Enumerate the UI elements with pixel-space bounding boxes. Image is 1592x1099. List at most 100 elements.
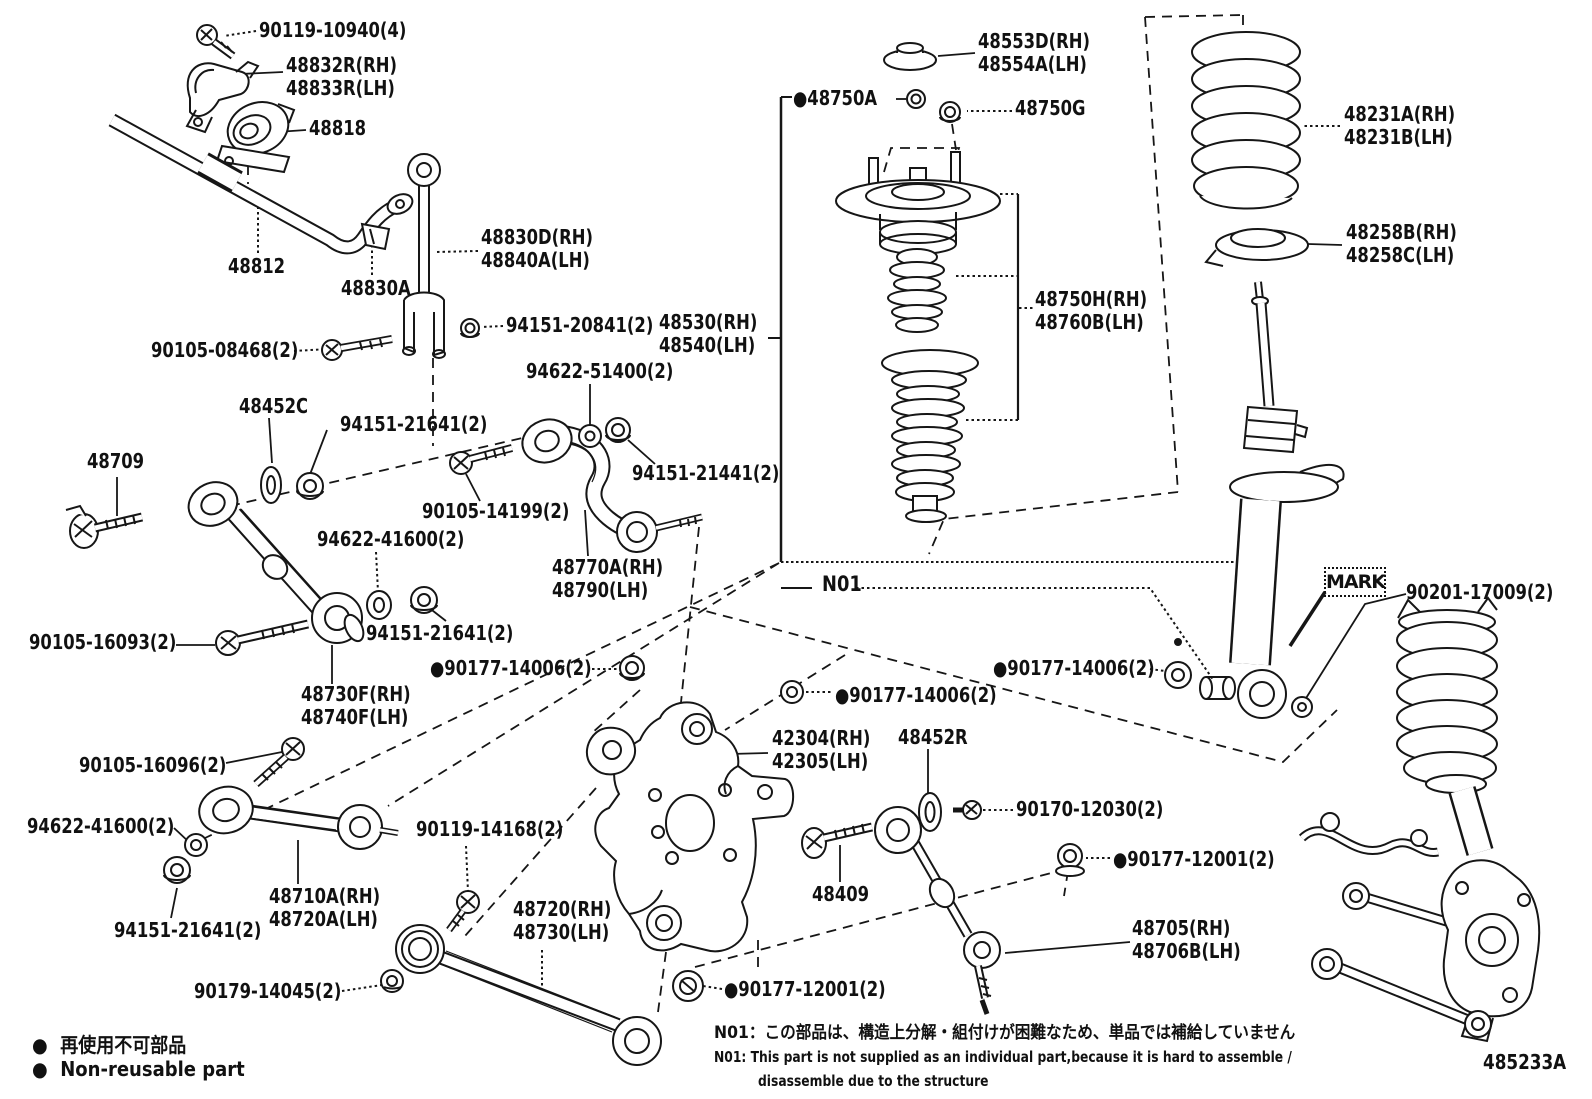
washer-94622-41600-b (184, 833, 208, 857)
stabilizer-bushing-48818 (215, 101, 296, 174)
part-label-48730F-48740F: 48730F(RH)48740F(LH) (301, 682, 411, 729)
part-label-48770A-48790: 48770A(RH)48790(LH) (552, 555, 664, 602)
support-cap-48553D (883, 42, 937, 71)
part-label-90177-14006-b: ●90177-14006(2) (835, 683, 997, 707)
bolt-90105-08468 (321, 335, 393, 361)
part-label-48818: 48818 (309, 116, 367, 140)
part-label-48258B-48258C: 48258B(RH)48258C(LH) (1346, 220, 1457, 267)
spring-seat-48258B (1204, 228, 1309, 267)
part-label-90177-12001-a: ●90177-12001(2) (1113, 847, 1275, 871)
part-label-90177-14006-a: ●90177-14006(2) (430, 656, 592, 680)
shock-absorber-48530 (1164, 281, 1345, 719)
bolt-90170-12030 (953, 800, 982, 820)
part-label-90177-12001-b: ●90177-12001(2) (724, 977, 886, 1001)
nut-94151-21641-b (163, 856, 191, 884)
legend-non-reusable-en: ● Non-reusable part (32, 1057, 245, 1081)
bolt-90105-14199 (449, 444, 514, 475)
part-label-90105-16093: 90105-16093(2) (29, 630, 177, 654)
bolt-48409 (801, 822, 874, 859)
part-label-90170-12030: 90170-12030(2) (1016, 797, 1164, 821)
mark-box: MARK (1324, 567, 1386, 597)
bump-stopper (887, 248, 947, 333)
dust-cover-48750H (881, 349, 979, 523)
bolt-48709 (65, 504, 144, 549)
part-label-48452R: 48452R (898, 725, 968, 749)
stabilizer-bracket-48832 (185, 60, 260, 134)
part-label-90201-17009: 90201-17009(2) (1406, 580, 1554, 604)
nut-90177-12001-target-a (1055, 843, 1085, 877)
nut-94151-21641-c (410, 586, 438, 614)
stabilizer-bar-48812 (108, 113, 414, 255)
upper-control-arm-48770A (521, 418, 703, 553)
part-label-48553D-48554A: 48553D(RH)48554A(LH) (978, 29, 1091, 76)
nut-94151-20841 (460, 318, 480, 338)
bolt-90105-16093 (215, 619, 310, 656)
part-label-48750H-48760B: 48750H(RH)48760B(LH) (1035, 287, 1148, 334)
trailing-rod-48705 (874, 806, 1001, 1015)
assembled-suspension-view (1298, 596, 1541, 1043)
washer-90177-14006-target-b (780, 680, 804, 704)
nut-48750G (939, 101, 961, 123)
part-label-48750G: 48750G (1015, 96, 1086, 120)
note-n01-english-line1: N01: This part is not supplied as an ind… (714, 1048, 1292, 1066)
bushing-48452C (260, 466, 282, 504)
bolt-90119-14168 (446, 890, 480, 933)
part-label-90119-10940: 90119-10940(4) (259, 18, 407, 42)
toe-link-arm-48720 (395, 924, 662, 1066)
nut-94151-21441 (605, 417, 631, 443)
legend-non-reusable-jp: ● 再使用不可部品 (32, 1033, 187, 1057)
group-bracket-lines (768, 96, 1240, 682)
nut-90177-14006-target-c (1174, 638, 1182, 646)
part-label-90105-08468: 90105-08468(2) (151, 338, 299, 362)
figure-code: 485233A (1483, 1050, 1567, 1074)
part-label-48710A-48720A: 48710A(RH)48720A(LH) (269, 884, 381, 931)
washer-94622-41600-a (366, 590, 392, 620)
part-label-48231A-48231B: 48231A(RH)48231B(LH) (1344, 102, 1456, 149)
part-label-94622-41600-b: 94622-41600(2) (27, 814, 175, 838)
part-label-48830A: 48830A (341, 276, 411, 300)
part-label-94151-21641-b: 94151-21641(2) (114, 918, 262, 942)
part-label-90105-14199: 90105-14199(2) (422, 499, 570, 523)
part-label-94151-21441: 94151-21441(2) (632, 461, 780, 485)
part-label-90177-14006-c: ●90177-14006(2) (993, 656, 1155, 680)
part-label-42304-42305: 42304(RH)42305(LH) (772, 726, 871, 773)
lateral-arm-48730F (187, 481, 365, 644)
nut-48750A (906, 89, 926, 109)
n01-label: N01 (822, 572, 862, 596)
rear-axle-knuckle-42304 (585, 701, 795, 953)
nut-90177-12001-target-b (672, 970, 704, 1002)
part-label-48750A: ●48750A (793, 86, 878, 110)
coil-spring-48231A (1191, 31, 1301, 210)
part-label-90119-14168: 90119-14168(2) (416, 817, 564, 841)
bolt-90105-16096 (253, 737, 305, 787)
part-label-94622-51400: 94622-51400(2) (526, 359, 674, 383)
part-label-94151-21641-a: 94151-21641(2) (340, 412, 488, 436)
stabilizer-link-48830D (402, 153, 446, 359)
nut-94151-21641-a (296, 472, 324, 500)
part-label-90179-14045: 90179-14045(2) (194, 979, 342, 1003)
part-label-94622-41600-a: 94622-41600(2) (317, 527, 465, 551)
washer-94622-51400 (578, 424, 602, 448)
stabilizer-clamp-48830A (360, 222, 391, 251)
part-label-48812: 48812 (228, 254, 286, 278)
leader-lines-dotted (223, 30, 1340, 995)
part-label-48530-48540: 48530(RH)48540(LH) (659, 310, 758, 357)
nut-90179-14045 (380, 969, 404, 993)
part-label-48409: 48409 (812, 882, 870, 906)
suspension-support-assembly (835, 151, 1001, 255)
part-label-48705-48706B: 48705(RH)48706B(LH) (1132, 916, 1241, 963)
part-label-94151-21641-c: 94151-21641(2) (366, 621, 514, 645)
note-n01-english-line2: disassemble due to the structure (758, 1072, 989, 1090)
lower-arm-48710A (198, 785, 399, 850)
part-label-94151-20841: 94151-20841(2) (506, 313, 654, 337)
nut-90177-14006-target-a (619, 655, 645, 681)
part-label-48709: 48709 (87, 449, 145, 473)
bushing-48452R (918, 792, 942, 832)
part-label-48720-48730: 48720(RH)48730(LH) (513, 897, 612, 944)
part-label-90105-16096: 90105-16096(2) (79, 753, 227, 777)
part-label-48832R-48833R: 48832R(RH)48833R(LH) (286, 53, 398, 100)
screw-90119-10940 (196, 24, 236, 60)
part-label-48830D-48840A: 48830D(RH)48840A(LH) (481, 225, 594, 272)
